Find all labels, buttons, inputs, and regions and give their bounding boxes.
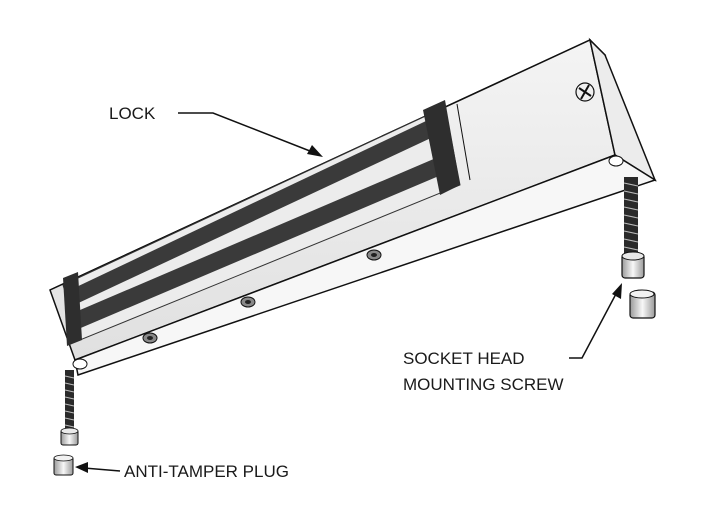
- label-mounting-screw: MOUNTING SCREW: [403, 375, 564, 394]
- screw-hole-right: [608, 155, 624, 167]
- lock-leader-arrow: [178, 112, 323, 157]
- magnet-end-right: [423, 100, 460, 195]
- housing-divider: [456, 103, 471, 181]
- socket-head-mounting-screw: [621, 177, 645, 279]
- lock-housing: [49, 37, 657, 376]
- left-mounting-screw: [60, 370, 79, 446]
- label-lock: LOCK: [109, 104, 156, 123]
- screw-leader-arrow: [569, 283, 622, 359]
- anti-tamper-plug-right: [629, 289, 656, 319]
- label-anti-tamper-plug: ANTI-TAMPER PLUG: [124, 462, 289, 481]
- housing-bottom-face: [74, 154, 657, 376]
- anti-tamper-plug-left: [53, 454, 74, 476]
- magnet-end-left: [63, 272, 82, 346]
- mounting-hole: [366, 249, 382, 261]
- magnet-strip-upper: [70, 112, 448, 306]
- label-socket-head: SOCKET HEAD: [403, 349, 525, 368]
- phillips-screw-icon: [575, 82, 595, 102]
- mounting-hole: [142, 332, 158, 344]
- magnet-strip-lower: [73, 152, 453, 330]
- screw-hole-left: [72, 358, 88, 370]
- plug-leader-arrow: [75, 462, 121, 473]
- mounting-hole: [240, 296, 256, 308]
